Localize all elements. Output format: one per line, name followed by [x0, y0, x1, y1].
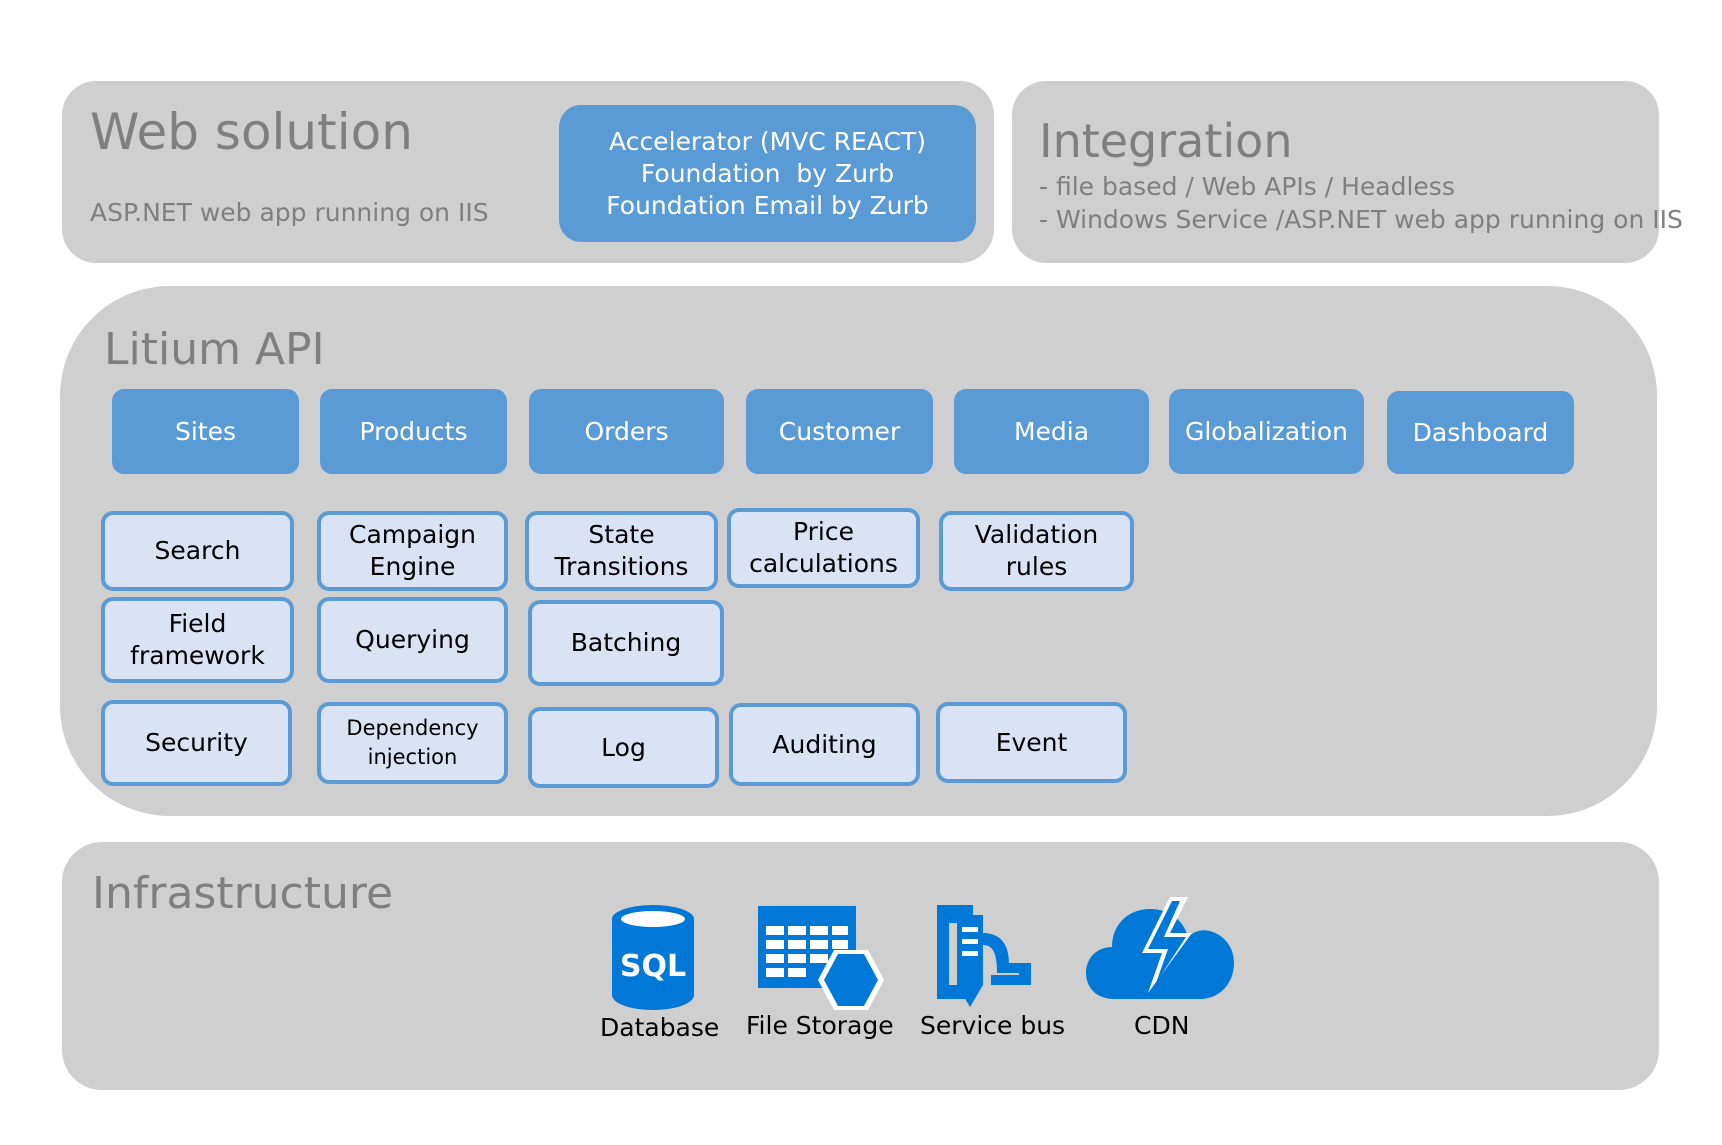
- infra-label-file-storage: File Storage: [746, 1011, 894, 1040]
- file-storage-icon: [758, 906, 884, 1010]
- module-dashboard: Dashboard: [1387, 391, 1574, 474]
- infra-label-database: Database: [600, 1013, 720, 1042]
- capability-event-label: Event: [995, 727, 1068, 757]
- capability-batching-label: Batching: [570, 628, 682, 657]
- capability-state-transitions: State Transitions: [525, 511, 718, 591]
- capability-validation-line-1: Validation: [974, 520, 1099, 549]
- capability-state-line-1: State: [588, 520, 655, 549]
- capability-campaign-line-1: Campaign: [349, 520, 476, 549]
- accelerator-box: Accelerator (MVC REACT) Foundation by Zu…: [559, 105, 976, 242]
- capability-log: Log: [528, 707, 719, 788]
- capability-field-line-2: framework: [130, 641, 265, 670]
- accelerator-line-2: Foundation by Zurb: [640, 158, 895, 188]
- capability-querying-label: Querying: [355, 625, 470, 654]
- accelerator-line-1: Accelerator (MVC REACT): [609, 126, 926, 156]
- sql-database-icon: SQL: [612, 905, 694, 1010]
- capability-event: Event: [936, 702, 1127, 783]
- capability-batching: Batching: [528, 600, 724, 686]
- capability-field-framework: Field framework: [101, 597, 294, 683]
- capability-price-line-1: Price: [793, 517, 854, 546]
- capability-querying: Querying: [317, 597, 508, 683]
- capability-auditing: Auditing: [729, 703, 920, 786]
- module-products: Products: [320, 389, 507, 474]
- integration-line-2: - Windows Service /ASP.NET web app runni…: [1039, 205, 1683, 234]
- capability-state-line-2: Transitions: [554, 552, 689, 581]
- capability-campaign-engine: Campaign Engine: [317, 511, 508, 591]
- capability-price-line-2: calculations: [749, 549, 898, 578]
- capability-dependency-injection: Dependency injection: [317, 702, 508, 784]
- capability-search-label: Search: [154, 536, 241, 565]
- capability-di-line-2: injection: [367, 745, 458, 769]
- integration-panel: [1012, 81, 1659, 263]
- module-globalization: Globalization: [1169, 389, 1364, 474]
- capability-auditing-label: Auditing: [772, 729, 877, 759]
- web-solution-subtitle: ASP.NET web app running on IIS: [90, 198, 489, 227]
- cdn-icon: [1086, 897, 1234, 999]
- integration-title: Integration: [1039, 114, 1293, 168]
- capability-di-line-1: Dependency: [346, 716, 479, 740]
- capability-log-label: Log: [601, 732, 646, 762]
- infrastructure-title: Infrastructure: [92, 868, 394, 919]
- capability-security-label: Security: [145, 728, 248, 757]
- accelerator-line-3: Foundation Email by Zurb: [606, 190, 929, 220]
- module-sites: Sites: [112, 389, 299, 474]
- web-solution-title: Web solution: [90, 103, 413, 161]
- litium-api-title: Litium API: [104, 324, 325, 375]
- infra-label-cdn: CDN: [1134, 1011, 1190, 1040]
- capability-campaign-line-2: Engine: [369, 552, 456, 581]
- infra-label-service-bus: Service bus: [920, 1011, 1066, 1040]
- module-customer: Customer: [746, 389, 933, 474]
- service-bus-icon: [937, 905, 1031, 1007]
- capability-validation-line-2: rules: [1005, 552, 1068, 581]
- capability-price-calculations: Price calculations: [727, 508, 920, 588]
- capability-security: Security: [101, 700, 292, 786]
- module-orders: Orders: [529, 389, 724, 474]
- capability-search: Search: [101, 511, 294, 591]
- module-media: Media: [954, 389, 1149, 474]
- capability-field-line-1: Field: [168, 609, 227, 638]
- integration-line-1: - file based / Web APIs / Headless: [1039, 172, 1455, 201]
- sql-icon-text: SQL: [620, 949, 686, 984]
- capability-validation-rules: Validation rules: [939, 511, 1134, 591]
